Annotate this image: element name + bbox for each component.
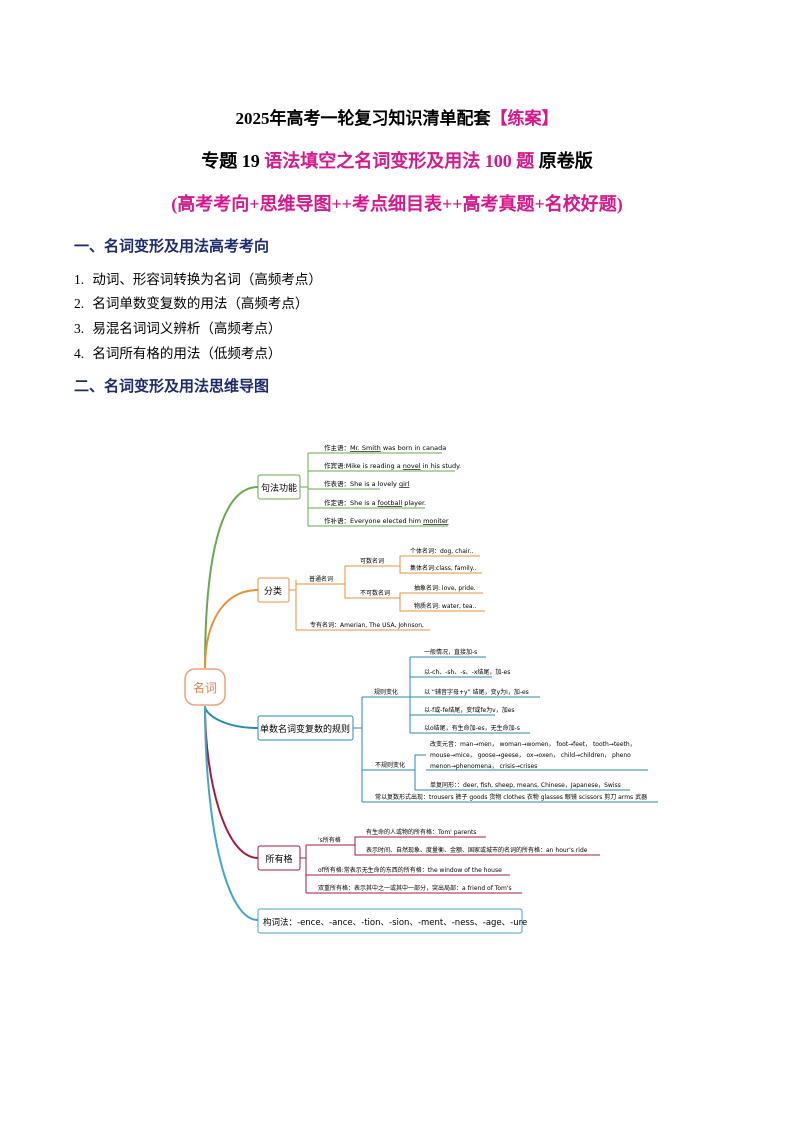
- branch-category-label: 分类: [264, 585, 282, 597]
- list-item: 2. 名词单数变复数的用法（高频考点）: [74, 296, 309, 311]
- topic-line: 专题 19 语法填空之名词变形及用法 100 题 原卷版: [0, 147, 794, 173]
- title-main: 2025年高考一轮复习知识清单配套: [235, 109, 491, 128]
- branch-syntax-node: [257, 474, 301, 500]
- rule-y: 以 “辅音字母+y” 结尾，变y为i，加-es: [424, 688, 529, 696]
- s-possessive-label: 's所有格: [318, 836, 341, 844]
- list-item: 3. 易混名词词义辨析（高频考点）: [74, 321, 282, 336]
- uncountable-material: 物质名词: water, tea..: [414, 602, 476, 610]
- branch-syntax-label: 句法功能: [261, 482, 297, 494]
- branch-plural-label: 单数名词变复数的规则: [260, 723, 350, 735]
- plural-only: 常以复数形式出现：trousers 裤子 goods 货物 clothes 衣物…: [375, 793, 647, 801]
- uncountable-abstract: 抽象名词: love, pride.: [414, 584, 476, 592]
- section2-heading: 二、名词变形及用法思维导图: [74, 379, 270, 395]
- list-item: 1. 动词、形容词转换为名词（高频考点）: [74, 272, 322, 287]
- doc-title: 2025年高考一轮复习知识清单配套【练案】: [0, 104, 794, 129]
- syntax-subject: 作主语：Mr. Smith was born in canada: [324, 443, 446, 452]
- root-label: 名词: [193, 680, 217, 695]
- branch-plural-node: [257, 715, 354, 741]
- common-noun-label: 普通名词: [309, 575, 333, 583]
- irregular-vowel-3: menon→phenomena， crisis→crises: [430, 763, 537, 770]
- irregular-same: 单复同形：：deer, fish, sheep, means, Chinese，…: [430, 781, 621, 789]
- proper-noun: 专有名词：Amerian, The USA, Johnson,: [310, 621, 424, 629]
- syntax-complement: 作补语：Everyone elected him moniter: [324, 516, 449, 525]
- irregular-vowel-2: mouse→mice， goose→geese， ox→oxen， child→…: [430, 752, 631, 759]
- branch-category-node: [257, 577, 290, 603]
- branch-possessive-label: 所有格: [265, 853, 292, 865]
- irregular-label: 不规则变化: [375, 761, 405, 769]
- uncountable-label: 不可数名词: [360, 589, 390, 597]
- double-possessive: 双重所有格：表示其中之一或其中一部分，突出局部：a friend of Tom'…: [318, 884, 512, 892]
- regular-label: 规则变化: [374, 688, 398, 696]
- syntax-attributive: 作定语：She is a football player.: [324, 498, 426, 507]
- subtitle: (高考考向+思维导图++考点细目表++高考真题+名校好题): [171, 194, 623, 214]
- root-node: [184, 668, 226, 706]
- countable-collective: 集体名词:class, family..: [410, 564, 476, 572]
- topic-name: 语法填空之名词变形及用法 100 题: [264, 151, 535, 171]
- of-possessive: of所有格:常表示无生命的东西的所有格：the window of the ho…: [318, 866, 502, 874]
- rule-s: 一般情况，直接加-s: [424, 648, 477, 656]
- s-possessive-living: 有生命的人或物的所有格：Tom' parents: [366, 828, 477, 836]
- syntax-predicative: 作表语：She is a lovely girl: [324, 479, 410, 488]
- branch-wordformation-label: 构词法：-ence、-ance、-tion、-sion、-ment、-ness、…: [263, 917, 527, 928]
- branch-wordformation-node: [257, 908, 523, 934]
- s-possessive-time: 表示时间、自然现象、度量衡、金额、国家或城市的名词的所有格：an hour's …: [366, 846, 588, 854]
- rule-es: 以-ch、-sh、-s、-x结尾，加-es: [424, 668, 510, 676]
- section1-heading: 一、名词变形及用法高考考向: [74, 239, 270, 255]
- title-tag: 【练案】: [490, 109, 559, 128]
- branch-possessive-node: [257, 845, 301, 871]
- syntax-object: 作宾语:Mike is reading a novel in his study…: [324, 461, 461, 470]
- list-item: 4. 名词所有格的用法（低频考点）: [74, 346, 282, 361]
- topic-suffix: 原卷版: [538, 151, 593, 171]
- countable-label: 可数名词: [360, 557, 384, 565]
- rule-o: 以o结尾，有生命加-es，无生命加-s: [424, 724, 520, 732]
- irregular-vowel-1: 改变元音：man→men， woman→women， foot→feet， to…: [430, 740, 636, 748]
- topic-prefix: 专题 19: [201, 151, 260, 171]
- countable-individual: 个体名词：dog, chair..: [410, 547, 473, 555]
- rule-f: 以-f或-fe结尾，变f或fe为v，加es: [424, 706, 515, 714]
